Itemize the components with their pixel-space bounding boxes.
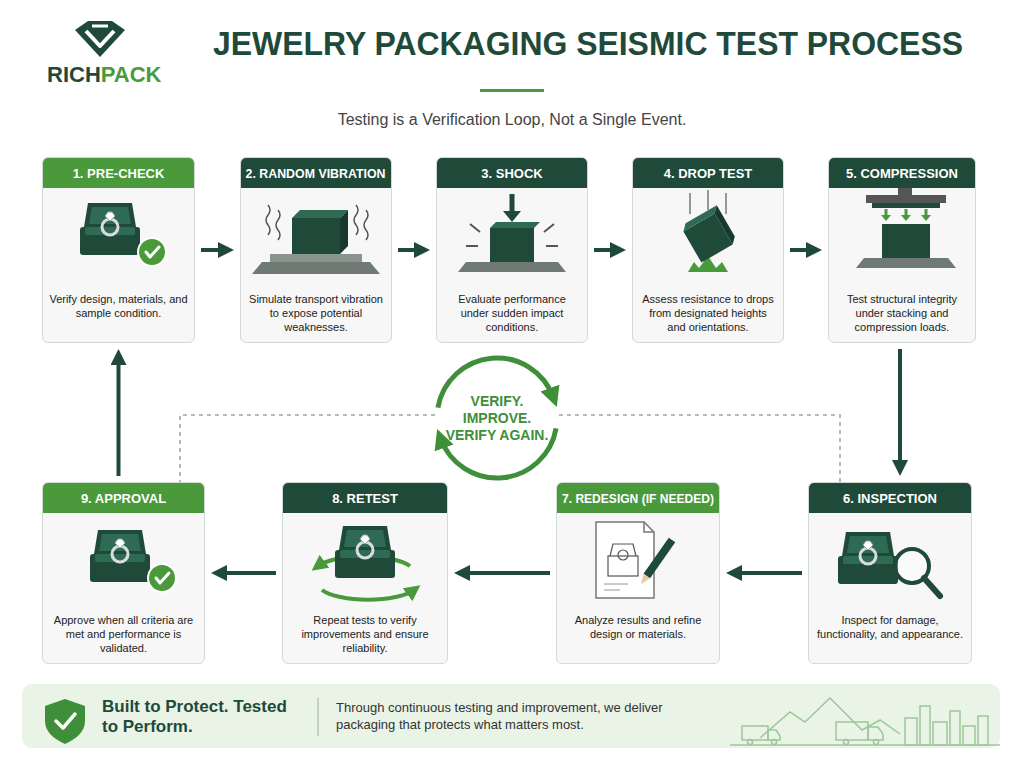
process-box: 6. INSPECTION Inspect for damage, functio…: [808, 482, 972, 664]
step-description: Assess resistance to drops from designat…: [639, 292, 777, 334]
step-description: Repeat tests to verify improvements and …: [289, 613, 441, 655]
flow-arrow: [898, 349, 902, 468]
flow-arrow: [117, 357, 121, 476]
logo-icon-part: [86, 31, 114, 46]
step-header: 1. PRE-CHECK: [43, 158, 194, 188]
band-statement: Through continuous testing and improveme…: [336, 699, 716, 733]
step-header: 4. DROP TEST: [633, 158, 783, 188]
step-description: Test structural integrity under stacking…: [835, 292, 969, 334]
subtitle: Testing is a Verification Loop, Not a Si…: [0, 111, 1024, 129]
step-title: 2. RANDOM VIBRATION: [246, 166, 386, 181]
flow-arrow: [219, 571, 276, 575]
step-title: 4. DROP TEST: [664, 166, 753, 181]
step-description: Verify design, materials, and sample con…: [49, 292, 188, 320]
step-title: 3. SHOCK: [481, 166, 542, 181]
step-title: 1. PRE-CHECK: [73, 166, 165, 181]
title-underline: [480, 89, 544, 92]
ring-fill: [435, 356, 559, 480]
logo-icon-part: [92, 25, 108, 28]
flow-arrow: [790, 248, 814, 252]
step-header: 9. APPROVAL: [43, 483, 204, 513]
logo-text: RICH: [47, 62, 101, 88]
process-box: 2. RANDOM VIBRATION Simulate transport vi…: [240, 157, 392, 343]
band-slogan: Built to Protect. Tested to Perform.: [102, 697, 297, 737]
step-header: 6. INSPECTION: [809, 483, 971, 513]
step-title: 5. COMPRESSION: [846, 166, 958, 181]
logo-text: PACK: [101, 62, 162, 88]
step-title: 9. APPROVAL: [81, 491, 166, 506]
step-title: 7. REDESIGN (IF NEEDED): [562, 491, 714, 506]
flow-arrow: [462, 571, 550, 575]
process-box: 9. APPROVAL Approve when all criteria are…: [42, 482, 205, 664]
process-box: 1. PRE-CHECK Verify design, materials, an…: [42, 157, 195, 343]
flow-arrow: [594, 248, 618, 252]
process-box: 8. RETEST Repeat tests to verify improvem…: [282, 482, 448, 664]
process-box: 7. REDESIGN (IF NEEDED) Analyze results a…: [556, 482, 720, 664]
flow-arrow: [398, 248, 422, 252]
step-description: Inspect for damage, functionality, and a…: [815, 613, 965, 641]
step-header: 3. SHOCK: [437, 158, 587, 188]
cycle-circle: VERIFY. IMPROVE. VERIFY AGAIN.: [427, 348, 567, 488]
cycle-motto: VERIFY. IMPROVE. VERIFY AGAIN.: [439, 393, 555, 444]
step-header: 2. RANDOM VIBRATION: [241, 158, 391, 188]
footer-band: Built to Protect. Tested to Perform. Thro…: [22, 684, 1000, 748]
logo-icon: [75, 21, 125, 57]
step-header: 5. COMPRESSION: [829, 158, 975, 188]
step-title: 6. INSPECTION: [843, 491, 937, 506]
cycle-text-box: VERIFY. IMPROVE. VERIFY AGAIN.: [427, 348, 567, 488]
step-header: 7. REDESIGN (IF NEEDED): [557, 483, 719, 513]
diagram-title: JEWELRY PACKAGING SEISMIC TEST PROCESS: [213, 24, 963, 63]
step-description: Analyze results and refine design or mat…: [563, 613, 713, 641]
step-description: Approve when all criteria are met and pe…: [49, 613, 198, 655]
process-box: 5. COMPRESSION Test structural integrity …: [828, 157, 976, 343]
step-title: 8. RETEST: [332, 491, 398, 506]
step-description: Evaluate performance under sudden impact…: [443, 292, 581, 334]
step-header: 8. RETEST: [283, 483, 447, 513]
step-description: Simulate transport vibration to expose p…: [247, 292, 385, 334]
logo-icon-part: [75, 21, 125, 57]
process-box: 4. DROP TEST Assess resistance to drops f…: [632, 157, 784, 343]
flow-arrow: [734, 571, 802, 575]
process-box: 3. SHOCK Evaluate performance under sudde…: [436, 157, 588, 343]
flow-arrow: [201, 248, 226, 252]
